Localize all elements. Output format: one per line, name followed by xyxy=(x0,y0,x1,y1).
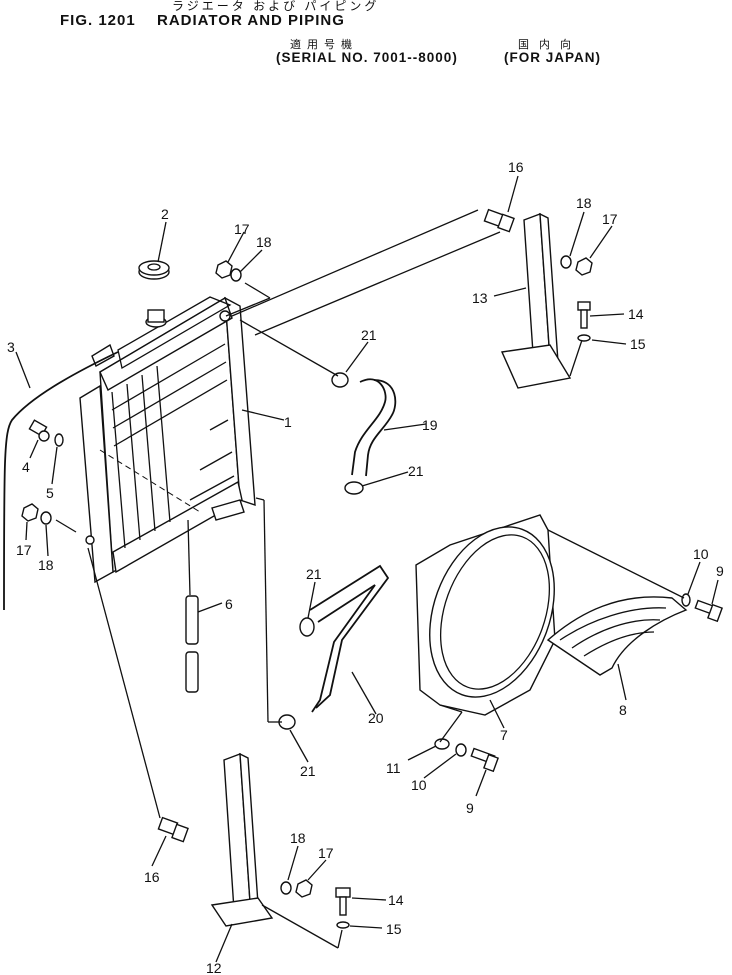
nut-top[interactable] xyxy=(215,260,233,279)
callout-5: 5 xyxy=(46,485,54,501)
radiator-cap[interactable] xyxy=(138,260,170,280)
callout-8: 8 xyxy=(619,702,627,718)
callout-3: 3 xyxy=(7,339,15,355)
nut-left[interactable] xyxy=(21,503,39,522)
lower-hose[interactable] xyxy=(309,564,390,709)
callout-21-upper: 21 xyxy=(361,327,377,343)
callout-17-top: 17 xyxy=(234,221,250,237)
callout-4: 4 xyxy=(22,459,30,475)
radiator[interactable] xyxy=(79,296,256,584)
callout-6: 6 xyxy=(225,596,233,612)
callout-18-lower: 18 xyxy=(290,830,306,846)
callout-19: 19 xyxy=(422,417,438,433)
upper-hose[interactable] xyxy=(351,378,387,476)
callout-leaders xyxy=(15,175,719,963)
washer-lower[interactable] xyxy=(455,743,467,757)
callout-10-lower: 10 xyxy=(411,777,427,793)
nut-bracket-upper[interactable] xyxy=(575,257,593,276)
washer-bracket-upper[interactable] xyxy=(560,255,572,269)
callout-18-left: 18 xyxy=(38,557,54,573)
sensor-lower[interactable] xyxy=(157,816,189,843)
callout-10-right: 10 xyxy=(693,546,709,562)
callout-21-lower-hose: 21 xyxy=(306,566,322,582)
bolt-lower[interactable] xyxy=(470,747,499,773)
callout-21-middle: 21 xyxy=(408,463,424,479)
washer-bracket-upper-2[interactable] xyxy=(577,334,591,342)
serial-range: (SERIAL NO. 7001--8000) xyxy=(276,50,458,65)
washer-right[interactable] xyxy=(681,593,691,607)
destination-label-japanese: 国内向 xyxy=(518,39,581,51)
callout-7: 7 xyxy=(500,727,508,743)
callout-2: 2 xyxy=(161,206,169,222)
bolt-bracket-upper[interactable] xyxy=(577,301,591,329)
figure-number: FIG. 1201 xyxy=(60,12,136,29)
washer-top[interactable] xyxy=(230,268,242,282)
callout-14-upper: 14 xyxy=(628,306,644,322)
assembly-lines xyxy=(55,209,685,949)
callout-17-upper-right: 17 xyxy=(602,211,618,227)
callout-17-lower: 17 xyxy=(318,845,334,861)
bolt-right[interactable] xyxy=(694,599,723,623)
callout-1: 1 xyxy=(284,414,292,430)
drain-tube[interactable] xyxy=(185,595,199,693)
destination: (FOR JAPAN) xyxy=(504,50,601,65)
callout-14-lower: 14 xyxy=(388,892,404,908)
callout-11: 11 xyxy=(386,760,401,776)
washer-left[interactable] xyxy=(40,511,52,525)
callouts: 1 2 3 4 5 6 7 8 9 9 10 10 11 12 13 14 14… xyxy=(7,159,724,975)
fan-shroud[interactable] xyxy=(407,509,576,716)
bracket-lower[interactable] xyxy=(210,752,274,927)
washer-bracket-lower-2[interactable] xyxy=(336,921,350,929)
serial-label-japanese: 適用号機 xyxy=(290,39,358,51)
hose-clamp-upper-2[interactable] xyxy=(344,481,364,495)
figure-title: RADIATOR AND PIPING xyxy=(157,12,345,29)
callout-15-lower: 15 xyxy=(386,921,402,937)
hose-clamp-lower[interactable] xyxy=(299,617,315,637)
callout-18-upper-right: 18 xyxy=(576,195,592,211)
callout-13: 13 xyxy=(472,290,488,306)
callout-16-lower: 16 xyxy=(144,869,160,885)
callout-17-left: 17 xyxy=(16,542,32,558)
bolt-bracket-lower[interactable] xyxy=(335,887,351,916)
fan-guard[interactable] xyxy=(546,596,688,676)
callout-18-top: 18 xyxy=(256,234,272,250)
overflow-hose[interactable] xyxy=(3,351,119,611)
gasket[interactable] xyxy=(54,433,64,447)
sensor-upper[interactable] xyxy=(483,208,515,233)
callout-9-right: 9 xyxy=(716,563,724,579)
callout-16-upper: 16 xyxy=(508,159,524,175)
washer-bracket-lower[interactable] xyxy=(280,881,292,895)
callout-9-lower: 9 xyxy=(466,800,474,816)
callout-12: 12 xyxy=(206,960,222,975)
figure-title-japanese: ラジエータ および パイピング xyxy=(172,0,380,13)
callout-20: 20 xyxy=(368,710,384,726)
hose-clamp-upper[interactable] xyxy=(331,372,349,388)
spacer[interactable] xyxy=(434,738,450,750)
nut-bracket-lower[interactable] xyxy=(295,879,313,898)
callout-21-bottom: 21 xyxy=(300,763,316,779)
drain-cock[interactable] xyxy=(28,419,50,442)
bracket-upper[interactable] xyxy=(500,212,572,389)
callout-15-upper: 15 xyxy=(630,336,646,352)
